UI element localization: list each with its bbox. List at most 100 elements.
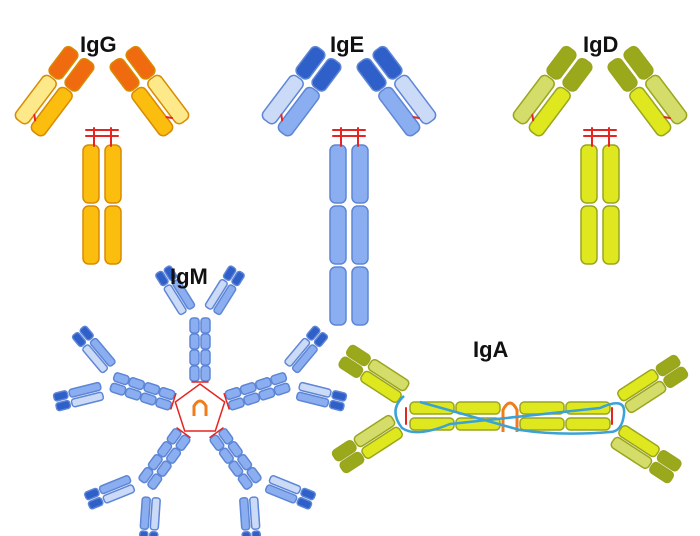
heavy-chain-segment — [258, 387, 276, 401]
heavy-chain-segment — [200, 365, 211, 382]
disulfide-bond — [223, 392, 230, 410]
heavy-chain-segment — [361, 426, 403, 459]
light-chain-constant-segment — [147, 74, 190, 125]
heavy-chain-segment — [124, 387, 142, 401]
variable-segment — [55, 399, 72, 412]
heavy-chain-segment — [218, 428, 234, 445]
variable-segment — [313, 332, 329, 348]
heavy-chain-constant-segment — [528, 86, 571, 137]
heavy-chain-segment — [172, 279, 196, 310]
igd-label: IgD — [583, 32, 618, 57]
heavy-chain-variable-segment — [109, 57, 140, 92]
heavy-chain-segment — [68, 381, 102, 398]
heavy-chain-variable-segment — [356, 57, 387, 92]
igm-label: IgM — [170, 264, 208, 289]
heavy-chain-constant-segment — [82, 205, 100, 265]
j-chain — [501, 401, 519, 432]
heavy-chain-segment — [98, 475, 132, 495]
iga-label: IgA — [473, 337, 509, 362]
igg-label: IgG — [80, 32, 117, 57]
heavy-chain-constant-segment — [329, 144, 347, 204]
disulfide-bond — [531, 113, 535, 122]
igm-monomer — [209, 427, 317, 536]
heavy-chain-segment — [227, 397, 245, 411]
light-chain-variable-segment — [546, 45, 577, 80]
heavy-chain-segment — [138, 466, 154, 484]
heavy-chain-segment — [618, 424, 660, 458]
heavy-chain-segment — [565, 401, 611, 415]
heavy-chain-variable-segment — [607, 57, 638, 92]
right-arm — [109, 45, 190, 137]
heavy-chain-segment — [246, 466, 262, 484]
disulfide-bond — [412, 116, 421, 119]
heavy-chain-constant-segment — [104, 205, 122, 265]
heavy-chain-segment — [166, 428, 182, 445]
light-chain-segment — [624, 380, 667, 414]
right-arm — [356, 45, 437, 137]
variable-segment — [338, 356, 364, 378]
heavy-chain-segment — [228, 460, 244, 477]
heavy-chain-constant-segment — [277, 86, 320, 137]
variable-segment — [83, 487, 100, 501]
heavy-chain-segment — [109, 382, 127, 396]
heavy-chain-segment — [189, 333, 200, 350]
iga-arm — [338, 344, 410, 404]
heavy-chain-segment — [209, 434, 225, 451]
variable-segment — [649, 461, 675, 484]
heavy-chain-segment — [617, 369, 659, 402]
disulfide-bond — [33, 113, 37, 122]
variable-segment — [163, 265, 178, 281]
heavy-chain-segment — [224, 386, 242, 401]
heavy-chain-segment — [200, 349, 211, 366]
disulfide-bond — [170, 392, 177, 410]
variable-segment — [296, 497, 313, 510]
iga-arm — [331, 414, 403, 474]
heavy-chain-segment — [155, 397, 173, 411]
right-arm — [607, 45, 688, 137]
heavy-chain-segment — [128, 377, 146, 391]
heavy-chain-segment — [147, 453, 163, 471]
light-chain-segment — [367, 358, 410, 392]
disulfide-bond — [209, 427, 224, 439]
secretory-component — [394, 395, 626, 435]
heavy-chain-segment — [89, 337, 116, 367]
ige-label: IgE — [330, 32, 364, 57]
variable-segment — [138, 530, 149, 536]
left-arm — [261, 45, 342, 137]
igm-monomer — [52, 325, 177, 412]
heavy-chain-constant-segment — [580, 144, 598, 204]
heavy-chain-segment — [139, 496, 151, 530]
iga-arm — [610, 424, 682, 484]
igm-arm — [138, 496, 161, 536]
heavy-chain-segment — [565, 417, 611, 431]
heavy-chain-segment — [239, 497, 251, 531]
light-chain-constant-segment — [14, 74, 57, 125]
igm-arm — [264, 475, 317, 510]
variable-segment — [79, 325, 94, 341]
variable-segment — [148, 530, 159, 536]
variable-segment — [328, 399, 345, 412]
heavy-chain-constant-segment — [104, 144, 122, 204]
variable-segment — [306, 325, 321, 341]
disulfide-bond — [176, 427, 191, 439]
light-chain-segment — [284, 337, 311, 367]
igm-monomer — [83, 427, 191, 536]
heavy-chain-segment — [243, 392, 261, 406]
light-chain-segment — [610, 436, 653, 470]
light-chain-variable-segment — [295, 45, 326, 80]
heavy-chain-constant-segment — [580, 205, 598, 265]
light-chain-segment — [298, 381, 332, 398]
light-chain-segment — [70, 391, 105, 408]
light-chain-variable-segment — [48, 45, 79, 80]
heavy-chain-constant-segment — [131, 86, 174, 137]
light-chain-segment — [102, 484, 136, 504]
heavy-chain-segment — [200, 333, 211, 350]
light-chain-constant-segment — [645, 74, 688, 125]
light-chain-constant-segment — [261, 74, 304, 125]
variable-segment — [300, 487, 317, 501]
heavy-chain-constant-segment — [602, 144, 620, 204]
igm-pentamer — [52, 265, 348, 536]
heavy-chain-segment — [273, 382, 291, 396]
light-chain-variable-segment — [623, 45, 654, 80]
